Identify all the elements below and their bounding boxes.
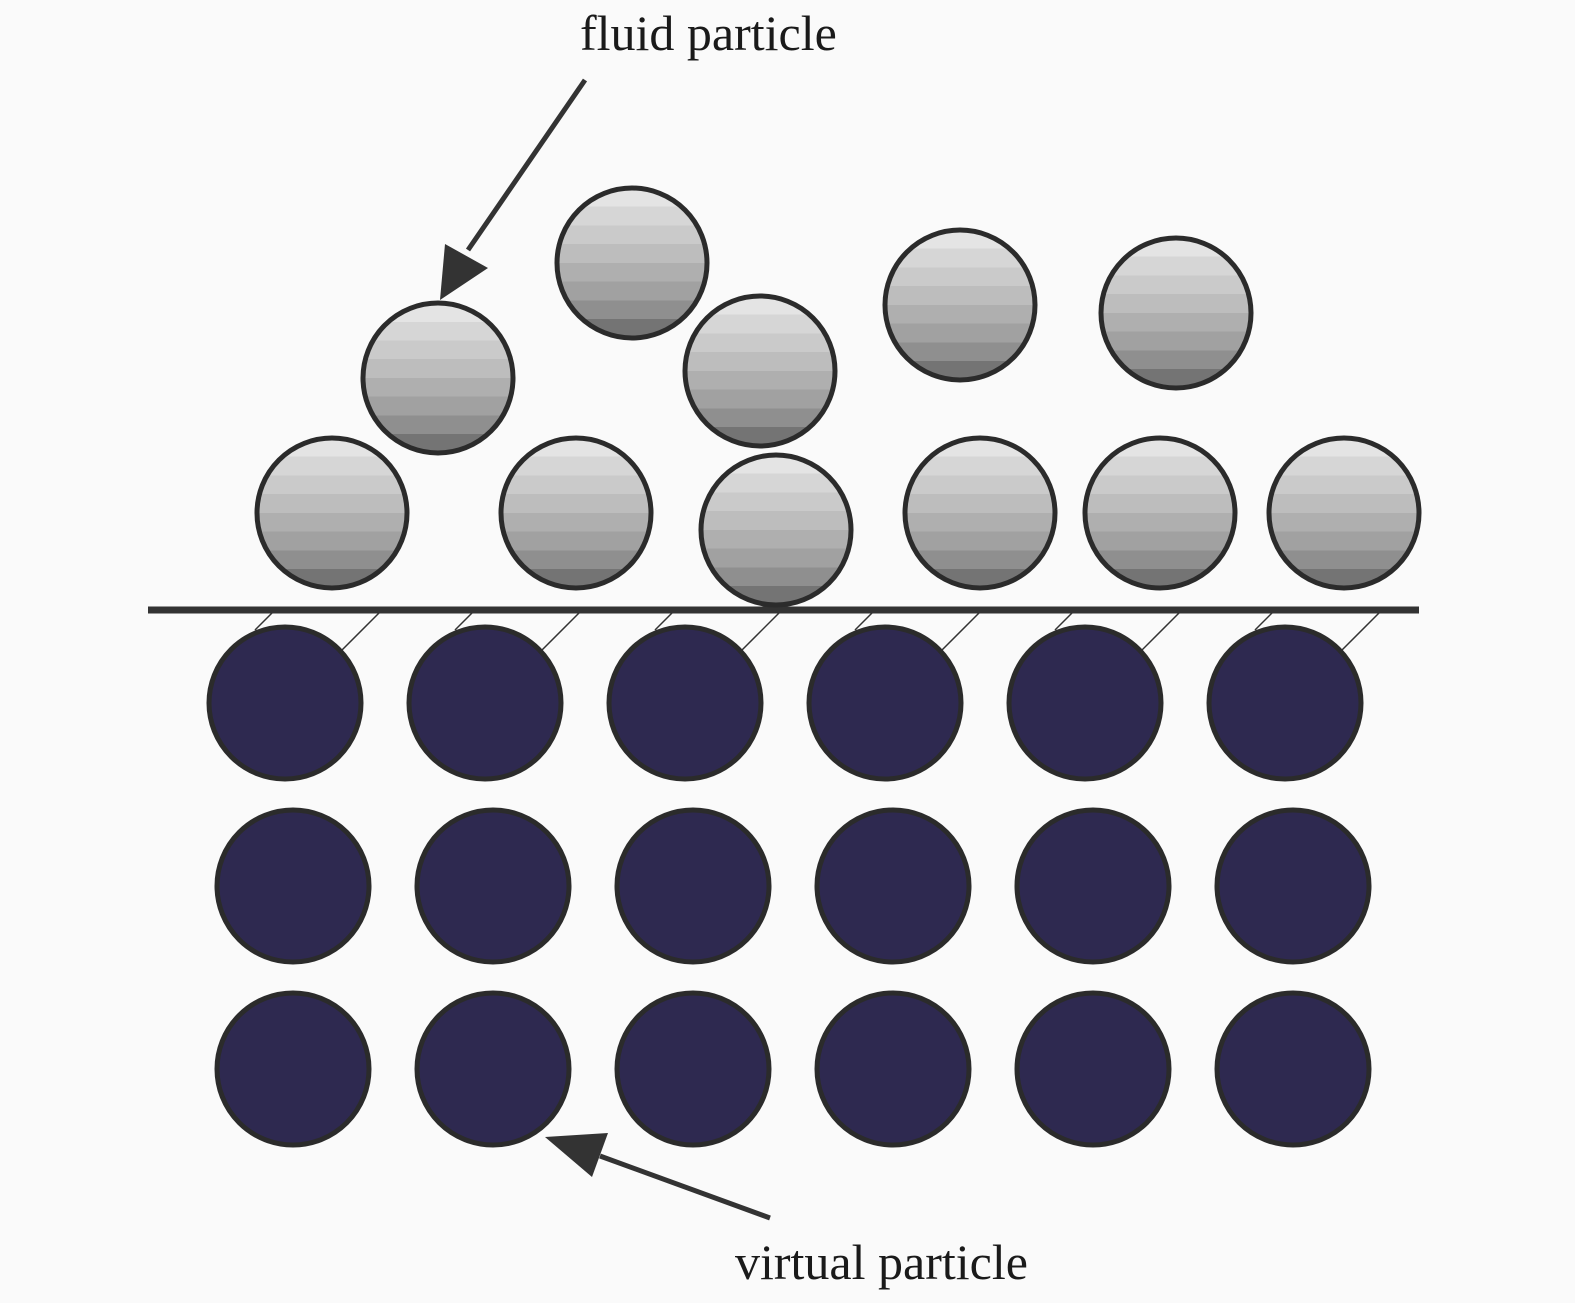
wall-hatch-tick (1339, 611, 1381, 653)
virtual-particle (414, 807, 572, 965)
fluid-pointer-arrow (440, 78, 588, 300)
virtual-particle (606, 624, 764, 782)
wall-hatch-tick (454, 611, 474, 631)
virtual-particle (814, 807, 972, 965)
virtual-particle (614, 807, 772, 965)
wall-hatch-tick (1254, 611, 1274, 631)
fluid-particles (254, 185, 1422, 608)
fluid-particle (254, 435, 410, 591)
virtual-particle (814, 990, 972, 1148)
virtual-particle (1214, 990, 1372, 1148)
fluid-particle (498, 435, 654, 591)
wall-hatch-tick (1054, 611, 1074, 631)
virtual-particle (414, 990, 572, 1148)
wall-hatch-tick (854, 611, 874, 631)
fluid-particle (1266, 435, 1422, 591)
fluid-particle (1082, 435, 1238, 591)
fluid-particle (554, 185, 710, 341)
virtual-particles (206, 624, 1372, 1148)
virtual-particle (806, 624, 964, 782)
virtual-particle (614, 990, 772, 1148)
virtual-particle (1206, 624, 1364, 782)
wall-hatch-tick (654, 611, 674, 631)
virtual-particle (406, 624, 564, 782)
fluid-particle (1098, 235, 1254, 391)
wall-hatch-tick (939, 611, 981, 653)
virtual-particle (1006, 624, 1164, 782)
virtual-particle (1214, 807, 1372, 965)
wall-hatch-tick (1139, 611, 1181, 653)
wall-hatch-tick (739, 611, 781, 653)
virtual-pointer-arrow (545, 1133, 771, 1221)
fluid-particle (698, 452, 854, 608)
fluid-particle-label: fluid particle (580, 5, 837, 61)
virtual-particle (206, 624, 364, 782)
wall-hatch-tick (539, 611, 581, 653)
virtual-particle (1014, 807, 1172, 965)
virtual-particle (214, 807, 372, 965)
fluid-particle (682, 293, 838, 449)
fluid-particle (360, 300, 516, 456)
fluid-particle (902, 435, 1058, 591)
wall-hatch-tick (339, 611, 381, 653)
wall-hatching (254, 611, 1381, 653)
virtual-particle (1014, 990, 1172, 1148)
virtual-particle (214, 990, 372, 1148)
virtual-particle-label: virtual particle (735, 1234, 1028, 1290)
fluid-particle (882, 227, 1038, 383)
wall-hatch-tick (254, 611, 274, 631)
